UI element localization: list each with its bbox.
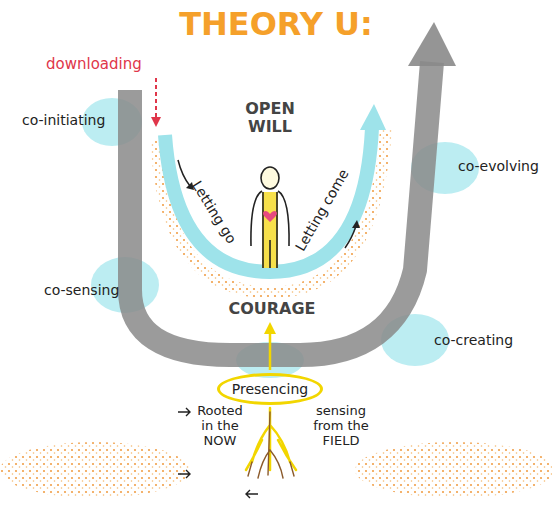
stage-label: OPEN WILL xyxy=(230,100,310,137)
dotted-ground xyxy=(0,442,190,498)
u-arrowhead xyxy=(408,22,456,66)
presencing-oval: Presencing xyxy=(217,373,323,405)
flow-arrow-head xyxy=(352,220,360,228)
stage-label: co-sensing xyxy=(44,282,119,298)
inner-u-arrow xyxy=(165,128,372,272)
downloading-arrow xyxy=(155,78,157,118)
dotted-ground xyxy=(355,442,552,498)
u-arrow xyxy=(130,62,432,355)
rising-arrowhead xyxy=(264,322,276,334)
downloading-arrowhead xyxy=(151,117,161,127)
flow-arrow xyxy=(178,160,190,186)
flow-arrow xyxy=(345,226,356,248)
stage-label: Rooted in the NOW xyxy=(192,404,248,449)
roots xyxy=(246,408,296,478)
inner-u-arrowhead xyxy=(360,104,386,130)
rising-arrow xyxy=(269,332,272,370)
stage-label: co-initiating xyxy=(22,112,105,128)
standing-figure xyxy=(251,167,289,268)
stage-label: co-creating xyxy=(434,332,513,348)
stage-label: sensing from the FIELD xyxy=(300,404,382,449)
stage-label: co-evolving xyxy=(458,158,539,174)
stage-label: downloading xyxy=(46,56,142,73)
stage-label: COURAGE xyxy=(228,300,315,318)
diagram-title: THEORY U: xyxy=(179,6,373,43)
node-text: Presencing xyxy=(232,381,308,397)
